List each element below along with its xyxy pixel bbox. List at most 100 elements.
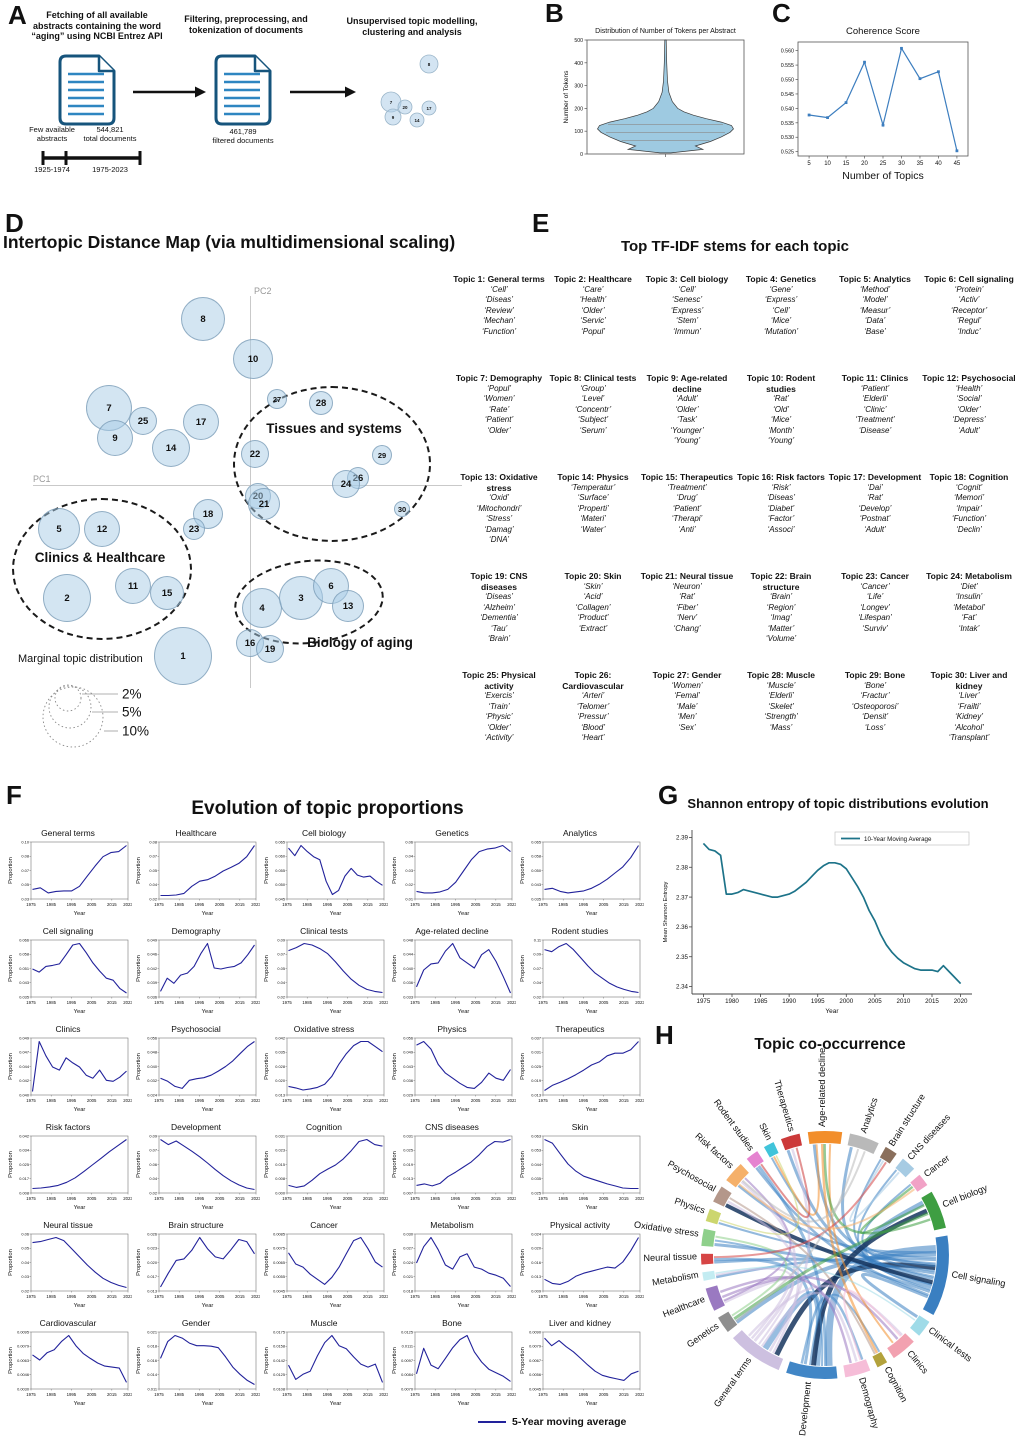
- y-tick: 0.065: [275, 839, 285, 844]
- y-tick: 0.07: [149, 854, 157, 859]
- topic-stem: ‘Group’: [580, 383, 606, 393]
- y-tick: 0.0111: [402, 1344, 413, 1349]
- chord-link: [786, 1149, 934, 1281]
- topic-stem: ‘Impair’: [955, 503, 983, 513]
- panel-f-topic-evolution: F Evolution of topic proportions General…: [0, 782, 655, 1438]
- x-tick: 2023: [123, 1000, 132, 1005]
- topic-stem: ‘Cell’: [772, 305, 790, 315]
- mini-chart-title: Risk factors: [45, 1122, 91, 1132]
- total-documents-count: 544,821: [96, 125, 124, 134]
- filtered-documents-count: 461,789: [229, 127, 257, 136]
- topic-stems-9: Topic 9: Age-related decline‘Adult’‘Olde…: [640, 373, 734, 472]
- topic-stem: ‘Disease’: [858, 425, 892, 435]
- x-tick: 2015: [107, 1392, 117, 1397]
- chord-arc-general-terms: [732, 1329, 784, 1371]
- x-axis-label: Year: [825, 1008, 839, 1015]
- x-tick: 1975: [154, 1294, 164, 1299]
- mini-chart-title: Development: [170, 1122, 222, 1132]
- plot-box: [414, 1135, 513, 1194]
- topic-stem: ‘Gene’: [769, 284, 793, 294]
- chord-label: Psychosocial: [666, 1158, 718, 1193]
- mini-chart-title: Cognition: [306, 1122, 342, 1132]
- y-tick: 0.08: [21, 854, 29, 859]
- data-point-marker: [826, 116, 829, 120]
- x-tick: 1975: [410, 1098, 420, 1103]
- y-tick: 0.535: [781, 121, 794, 127]
- violin-plot: Distribution of Number of Tokens per Abs…: [563, 28, 745, 158]
- entropy-title: Shannon entropy of topic distributions e…: [687, 796, 989, 811]
- topic-stem: ‘Dementia’: [480, 613, 518, 623]
- period-late: 1975-2023: [92, 165, 128, 174]
- y-tick: 0.040: [147, 1064, 158, 1069]
- y-tick: 500: [574, 38, 583, 44]
- plot-box: [542, 939, 641, 998]
- mini-chart-title: Neural tissue: [43, 1220, 93, 1230]
- plot-box: [542, 1233, 641, 1292]
- chord-arc-cell-biology: [921, 1191, 946, 1231]
- mini-topic-bubble: [419, 54, 439, 74]
- y-tick: 0.0142: [273, 1358, 285, 1363]
- topic-stems-12: Topic 12: Psychosocial‘Health’‘Social’‘O…: [922, 373, 1016, 472]
- x-axis-label: Year: [202, 1303, 214, 1309]
- x-tick: 1995: [451, 1196, 461, 1201]
- topic-stem: ‘Oxid’: [488, 493, 509, 502]
- topic-stem: ‘Longev’: [860, 602, 890, 612]
- x-tick: 1975: [282, 1000, 292, 1005]
- x-tick: 2005: [215, 1000, 225, 1005]
- trend-line: [415, 1334, 511, 1382]
- y-tick: 0.013: [403, 1176, 413, 1181]
- topic-stem: ‘Depress’: [952, 415, 986, 425]
- y-tick: 0.020: [275, 1078, 286, 1083]
- y-tick: 0.02: [149, 1190, 157, 1195]
- trend-line: [544, 1139, 639, 1190]
- y-tick: 0.025: [531, 1190, 541, 1195]
- topic-header: Topic 28: Muscle: [747, 670, 815, 680]
- chord-link: [849, 1160, 900, 1222]
- x-tick: 1985: [430, 1294, 440, 1299]
- topic-stem: ‘Physic’: [485, 712, 513, 722]
- panel-g-shannon-entropy: G Shannon entropy of topic distributions…: [655, 782, 1020, 1022]
- y-tick: 0.013: [531, 1092, 541, 1097]
- topic-stem: ‘Mice’: [770, 415, 792, 425]
- topic-stem: ‘Water’: [580, 524, 606, 534]
- y-tick: 0.049: [403, 1050, 413, 1055]
- y-axis-label: Proportion: [392, 857, 398, 884]
- x-tick: 45: [954, 161, 961, 167]
- mini-chart-title: Cardiovascular: [39, 1318, 97, 1328]
- y-tick: 0.047: [19, 1050, 29, 1055]
- topic-stem: ‘Postnat’: [859, 514, 891, 524]
- topic-header: Topic 14: Physics: [557, 472, 629, 482]
- x-tick: 2005: [599, 1098, 609, 1103]
- x-tick: 2015: [619, 1098, 629, 1103]
- x-axis-label: Year: [586, 1205, 598, 1211]
- topic-stem: ‘Femal’: [674, 691, 700, 701]
- mini-chart-title: Physics: [437, 1024, 467, 1034]
- x-tick: 1985: [430, 1098, 440, 1103]
- x-tick: 2000: [839, 998, 853, 1005]
- y-tick: 0.031: [275, 1133, 285, 1138]
- x-tick: 2015: [107, 902, 117, 907]
- topic-stem: ‘Health’: [579, 295, 607, 305]
- x-tick: 1975: [410, 1196, 420, 1201]
- x-tick: 1995: [323, 1000, 333, 1005]
- x-tick: 1975: [538, 1196, 548, 1201]
- plot-box: [542, 1037, 641, 1096]
- x-tick: 2005: [343, 902, 353, 907]
- arrow-head: [345, 86, 356, 98]
- x-tick: 1995: [579, 1000, 589, 1005]
- x-tick: 1985: [558, 1000, 568, 1005]
- legend-size-circle: [42, 686, 104, 748]
- x-axis-label: Year: [458, 1205, 470, 1211]
- chord-link: [828, 1144, 894, 1344]
- y-tick: 0.0065: [273, 1260, 285, 1265]
- topic-stem: ‘Frailti’: [957, 701, 981, 711]
- topic-stem: ‘Mass’: [769, 722, 793, 732]
- y-tick: 0.058: [531, 854, 541, 859]
- x-tick: 2005: [471, 1000, 481, 1005]
